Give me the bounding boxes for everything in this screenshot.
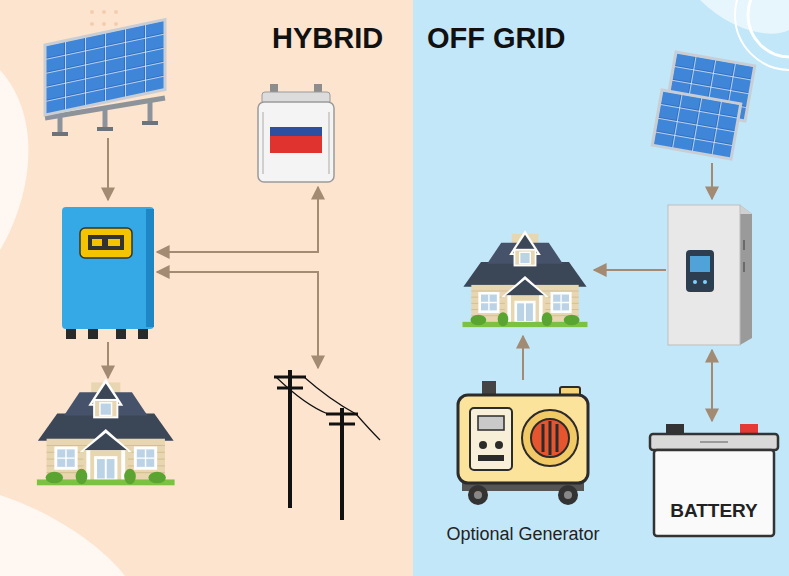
left-inverter xyxy=(80,228,132,258)
left-solar-panel xyxy=(45,19,165,115)
right-inverter xyxy=(668,205,752,345)
right-solar-panel xyxy=(652,52,755,159)
background xyxy=(413,0,789,576)
right-inverter xyxy=(743,240,745,272)
right-solar-panel xyxy=(652,90,741,159)
left-solar-panel xyxy=(52,123,158,134)
background xyxy=(0,70,28,250)
generator-node: Optional Generator xyxy=(428,376,618,548)
background xyxy=(735,0,789,70)
flow-arrows xyxy=(711,163,713,199)
generator-icon xyxy=(564,491,572,499)
flow-arrows xyxy=(157,187,318,252)
background xyxy=(0,0,413,576)
flow-arrows xyxy=(522,336,524,380)
right-battery-icon xyxy=(650,434,778,450)
flow-arrows xyxy=(594,269,666,271)
right-battery-icon xyxy=(700,441,728,443)
right-battery-icon xyxy=(654,450,774,536)
generator-icon xyxy=(474,491,482,499)
background xyxy=(90,10,94,14)
left-battery xyxy=(258,84,334,182)
battery-label: BATTERY xyxy=(648,500,780,522)
left-battery xyxy=(270,136,322,153)
flow-arrows xyxy=(107,138,109,200)
right-inverter xyxy=(668,205,740,345)
generator-icon xyxy=(458,381,588,505)
generator-icon xyxy=(478,416,504,430)
left-inverter xyxy=(146,209,154,327)
utility-poles xyxy=(276,377,380,440)
background xyxy=(90,10,118,26)
node-caption: Optional Generator xyxy=(428,524,618,545)
utility-poles xyxy=(326,414,358,424)
left-battery xyxy=(263,112,329,174)
background xyxy=(114,10,118,14)
left-inverter xyxy=(108,239,120,246)
left-inverter xyxy=(62,207,154,339)
generator-icon xyxy=(479,441,487,449)
generator-icon xyxy=(468,485,488,505)
battery-node: BATTERY xyxy=(648,422,780,538)
left-inverter xyxy=(92,239,102,246)
left-inverter xyxy=(62,207,154,329)
flow-arrows xyxy=(108,138,712,421)
right-house xyxy=(463,230,588,327)
generator-icon xyxy=(531,419,569,457)
right-inverter xyxy=(703,280,707,284)
left-inverter xyxy=(88,235,124,250)
utility-poles xyxy=(274,370,380,520)
left-battery xyxy=(258,102,334,182)
background xyxy=(102,10,106,14)
generator-icon xyxy=(543,421,557,455)
right-inverter xyxy=(740,205,752,345)
flow-arrows xyxy=(711,350,713,421)
generator-icon xyxy=(470,408,512,470)
background xyxy=(90,22,94,26)
background xyxy=(748,0,789,57)
background xyxy=(114,22,118,26)
flow-arrows xyxy=(157,272,318,368)
left-solar-panel xyxy=(45,19,165,134)
generator-icon xyxy=(478,455,504,461)
section-heading: OFF GRID xyxy=(427,22,566,55)
right-inverter xyxy=(690,256,710,272)
flow-arrows xyxy=(107,342,109,378)
right-inverter xyxy=(686,250,714,292)
background xyxy=(700,0,789,34)
section-heading: HYBRID xyxy=(272,22,383,55)
generator-icon xyxy=(458,395,588,483)
background xyxy=(102,22,106,26)
generator-icon xyxy=(495,441,503,449)
generator-icon xyxy=(522,410,578,466)
background xyxy=(0,495,125,576)
utility-poles xyxy=(274,377,306,388)
right-inverter xyxy=(693,280,697,284)
left-battery xyxy=(270,127,322,136)
generator-icon xyxy=(558,485,578,505)
left-house xyxy=(37,379,175,486)
